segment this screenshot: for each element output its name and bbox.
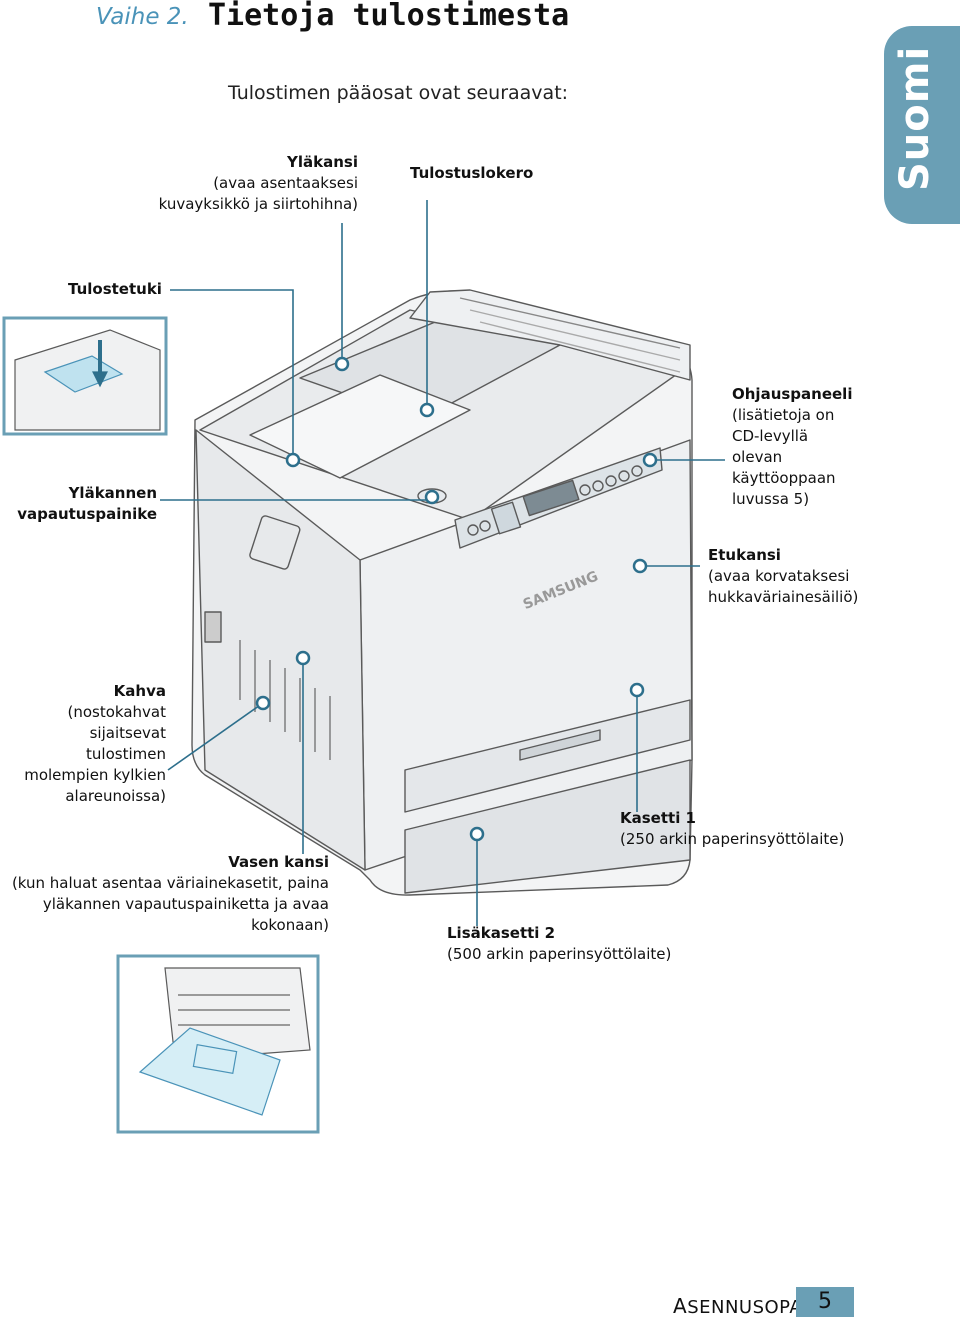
label-handle-line3: tulostimen bbox=[86, 745, 166, 763]
label-output-tray-title: Tulostuslokero bbox=[410, 164, 534, 182]
label-handle-line5: alareunoissa) bbox=[65, 787, 166, 805]
label-control-panel-line3: olevan bbox=[732, 448, 783, 466]
language-tab[interactable]: Suomi bbox=[884, 26, 960, 224]
label-control-panel: Ohjauspaneeli (lisätietoja on CD-levyllä… bbox=[732, 384, 852, 510]
label-output-support-title: Tulostetuki bbox=[68, 280, 162, 298]
label-left-cover-title: Vasen kansi bbox=[228, 853, 329, 871]
label-left-cover-line3: kokonaan) bbox=[251, 916, 329, 934]
inset-left-cover bbox=[116, 954, 320, 1134]
label-control-panel-line4: käyttöoppaan bbox=[732, 469, 836, 487]
label-tray1-title: Kasetti 1 bbox=[620, 809, 696, 827]
label-control-panel-title: Ohjauspaneeli bbox=[732, 385, 853, 403]
page-title: Tietoja tulostimesta bbox=[208, 0, 570, 33]
label-release-line2: vapautuspainike bbox=[17, 505, 157, 523]
label-control-panel-line5: luvussa 5) bbox=[732, 490, 810, 508]
label-front-cover-line2: hukkaväriainesäiliö) bbox=[708, 588, 859, 606]
intro-text: Tulostimen pääosat ovat seuraavat: bbox=[228, 82, 569, 104]
label-front-cover-title: Etukansi bbox=[708, 546, 781, 564]
label-top-cover-line1: (avaa asentaaksesi bbox=[213, 174, 358, 192]
label-handle-title: Kahva bbox=[113, 682, 166, 700]
footer-section-initial: A bbox=[673, 1294, 688, 1318]
label-handle-line2: sijaitsevat bbox=[89, 724, 166, 742]
label-front-cover-line1: (avaa korvataksesi bbox=[708, 567, 850, 585]
label-top-cover-title: Yläkansi bbox=[287, 153, 358, 171]
left-side-panel bbox=[195, 429, 366, 871]
footer-section-rest: SENNUSOPAS bbox=[687, 1297, 815, 1318]
label-output-support: Tulostetuki bbox=[68, 279, 162, 300]
label-left-cover-line1: (kun haluat asentaa väriainekasetit, pai… bbox=[11, 874, 329, 892]
label-handle-line4: molempien kylkien bbox=[24, 766, 166, 784]
label-output-tray: Tulostuslokero bbox=[410, 163, 533, 184]
label-tray2: Lisäkasetti 2 (500 arkin paperinsyöttöla… bbox=[447, 923, 671, 965]
label-front-cover: Etukansi (avaa korvataksesi hukkaväriain… bbox=[708, 545, 858, 608]
label-handle: Kahva (nostokahvat sijaitsevat tulostime… bbox=[0, 681, 166, 807]
label-tray1-line1: (250 arkin paperinsyöttölaite) bbox=[620, 830, 845, 848]
label-release-line1: Yläkannen bbox=[68, 484, 157, 502]
label-top-cover: Yläkansi (avaa asentaaksesi kuvayksikkö … bbox=[140, 152, 358, 215]
top-cover-panel bbox=[249, 374, 471, 479]
footer-section-name: ASENNUSOPAS bbox=[673, 1294, 814, 1318]
label-handle-line1: (nostokahvat bbox=[67, 703, 166, 721]
step-label: Vaihe 2. bbox=[96, 4, 189, 30]
label-tray1: Kasetti 1 (250 arkin paperinsyöttölaite) bbox=[620, 808, 844, 850]
label-tray2-line1: (500 arkin paperinsyöttölaite) bbox=[447, 945, 672, 963]
label-top-cover-line2: kuvayksikkö ja siirtohihna) bbox=[158, 195, 358, 213]
label-control-panel-line2: CD-levyllä bbox=[732, 427, 809, 445]
inset-output-support bbox=[2, 316, 168, 436]
cassette-1 bbox=[404, 699, 691, 813]
label-top-cover-release: Yläkannen vapautuspainike bbox=[0, 483, 157, 525]
label-control-panel-line1: (lisätietoja on bbox=[732, 406, 835, 424]
label-left-cover: Vasen kansi (kun haluat asentaa väriaine… bbox=[0, 852, 329, 936]
label-left-cover-line2: yläkannen vapautuspainiketta ja avaa bbox=[42, 895, 329, 913]
page-number: 5 bbox=[796, 1287, 854, 1317]
label-tray2-title: Lisäkasetti 2 bbox=[447, 924, 556, 942]
